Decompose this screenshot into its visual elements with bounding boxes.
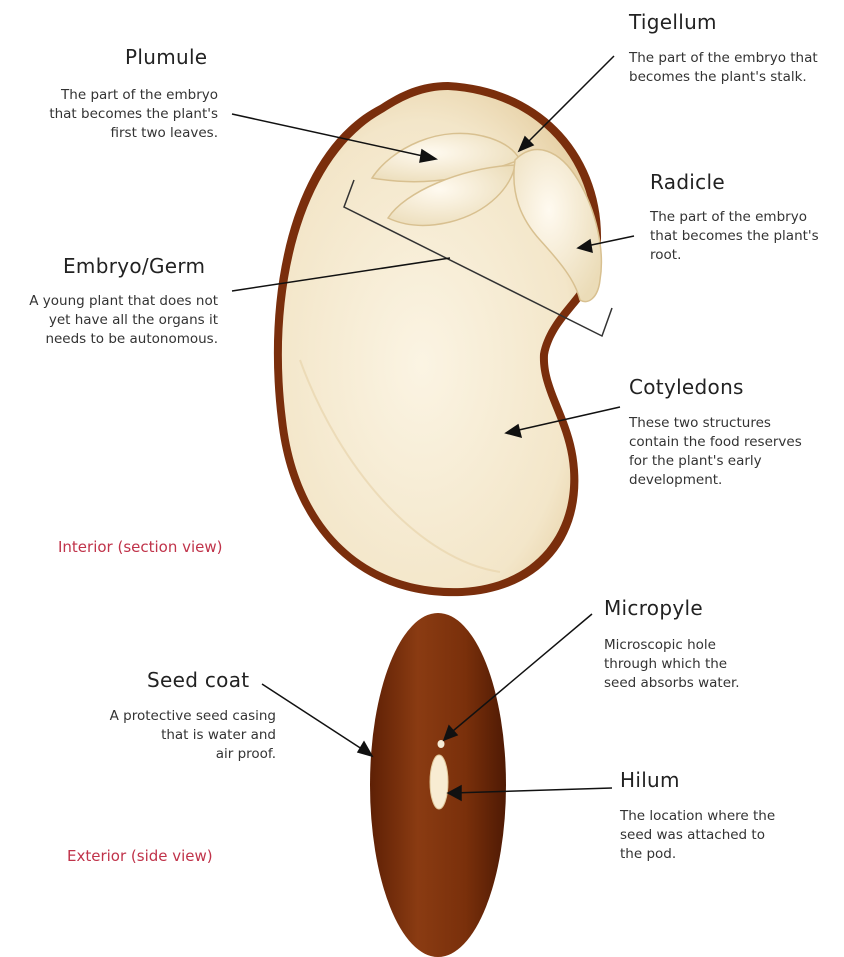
tigellum-description: The part of the embryo that becomes the … xyxy=(629,49,843,87)
hilum-description: The location where the seed was attached… xyxy=(620,807,820,864)
cotyledons-title: Cotyledons xyxy=(629,375,744,399)
interior-caption: Interior (section view) xyxy=(58,538,223,556)
hilum-title: Hilum xyxy=(620,768,680,792)
tigellum-title: Tigellum xyxy=(629,10,717,34)
hilum-mark xyxy=(430,755,448,809)
exterior-caption: Exterior (side view) xyxy=(67,847,213,865)
cotyledons-description: These two structures contain the food re… xyxy=(629,414,834,490)
embryo-title: Embryo/Germ xyxy=(63,254,205,278)
micropyle-hole xyxy=(438,740,445,748)
seed-coat-description: A protective seed casing that is water a… xyxy=(50,707,276,764)
plumule-title: Plumule xyxy=(125,45,207,69)
radicle-description: The part of the embryo that becomes the … xyxy=(650,208,842,265)
radicle-title: Radicle xyxy=(650,170,725,194)
plumule-description: The part of the embryo that becomes the … xyxy=(20,86,218,143)
embryo-description: A young plant that does not yet have all… xyxy=(0,292,218,349)
micropyle-description: Microscopic hole through which the seed … xyxy=(604,636,804,693)
seed-coat-title: Seed coat xyxy=(147,668,249,692)
micropyle-title: Micropyle xyxy=(604,596,703,620)
